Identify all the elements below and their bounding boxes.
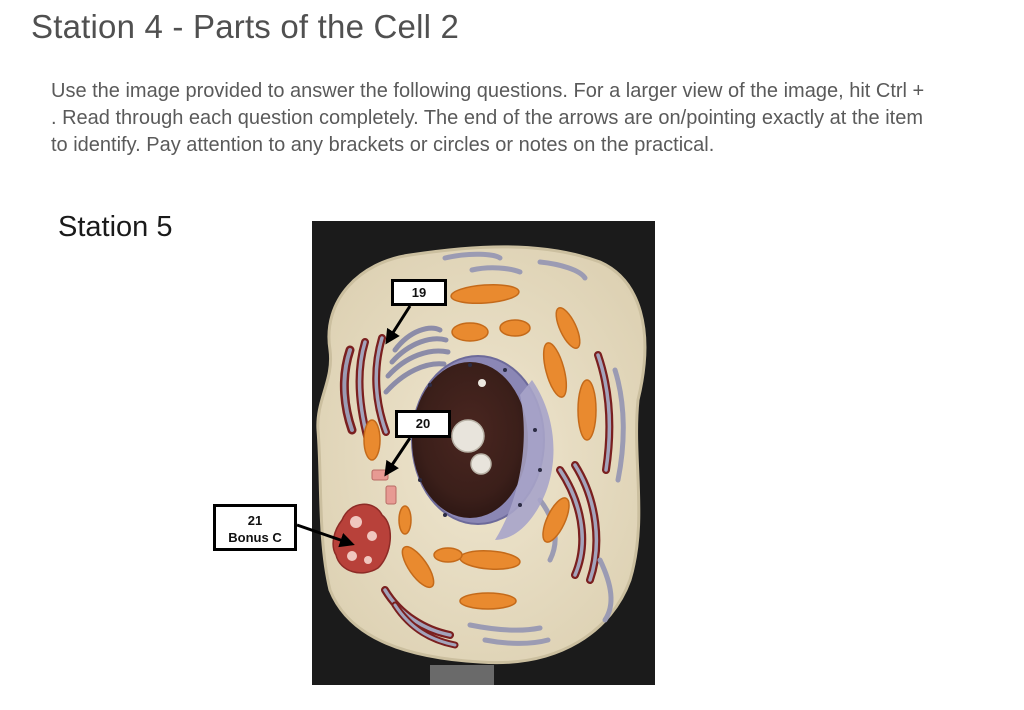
instructions-text: Use the image provided to answer the fol… — [51, 80, 925, 156]
mitochondria — [363, 283, 597, 610]
label-21: 21 Bonus C — [213, 504, 297, 551]
label-19: 19 — [391, 279, 447, 306]
organelle-cluster — [332, 503, 392, 574]
nucleolus — [451, 419, 485, 453]
centrioles — [371, 469, 397, 505]
label-19-text: 19 — [411, 285, 427, 300]
rough-er-right — [537, 351, 626, 623]
nucleus — [411, 355, 554, 540]
label-21-note: Bonus C — [228, 530, 282, 545]
arrow-19 — [385, 305, 412, 345]
stand-base — [430, 665, 494, 685]
label-20: 20 — [395, 410, 451, 438]
smooth-er-top — [442, 251, 588, 281]
station-label: Station 5 — [58, 211, 173, 243]
arrow-21 — [296, 523, 355, 548]
page-title: Station 4 - Parts of the Cell 2 — [31, 8, 460, 45]
label-20-text: 20 — [415, 416, 431, 431]
arrow-20 — [384, 437, 412, 477]
rough-er-bottom — [381, 586, 551, 649]
golgi-apparatus — [383, 325, 451, 395]
label-21-number: 21 — [247, 513, 263, 528]
